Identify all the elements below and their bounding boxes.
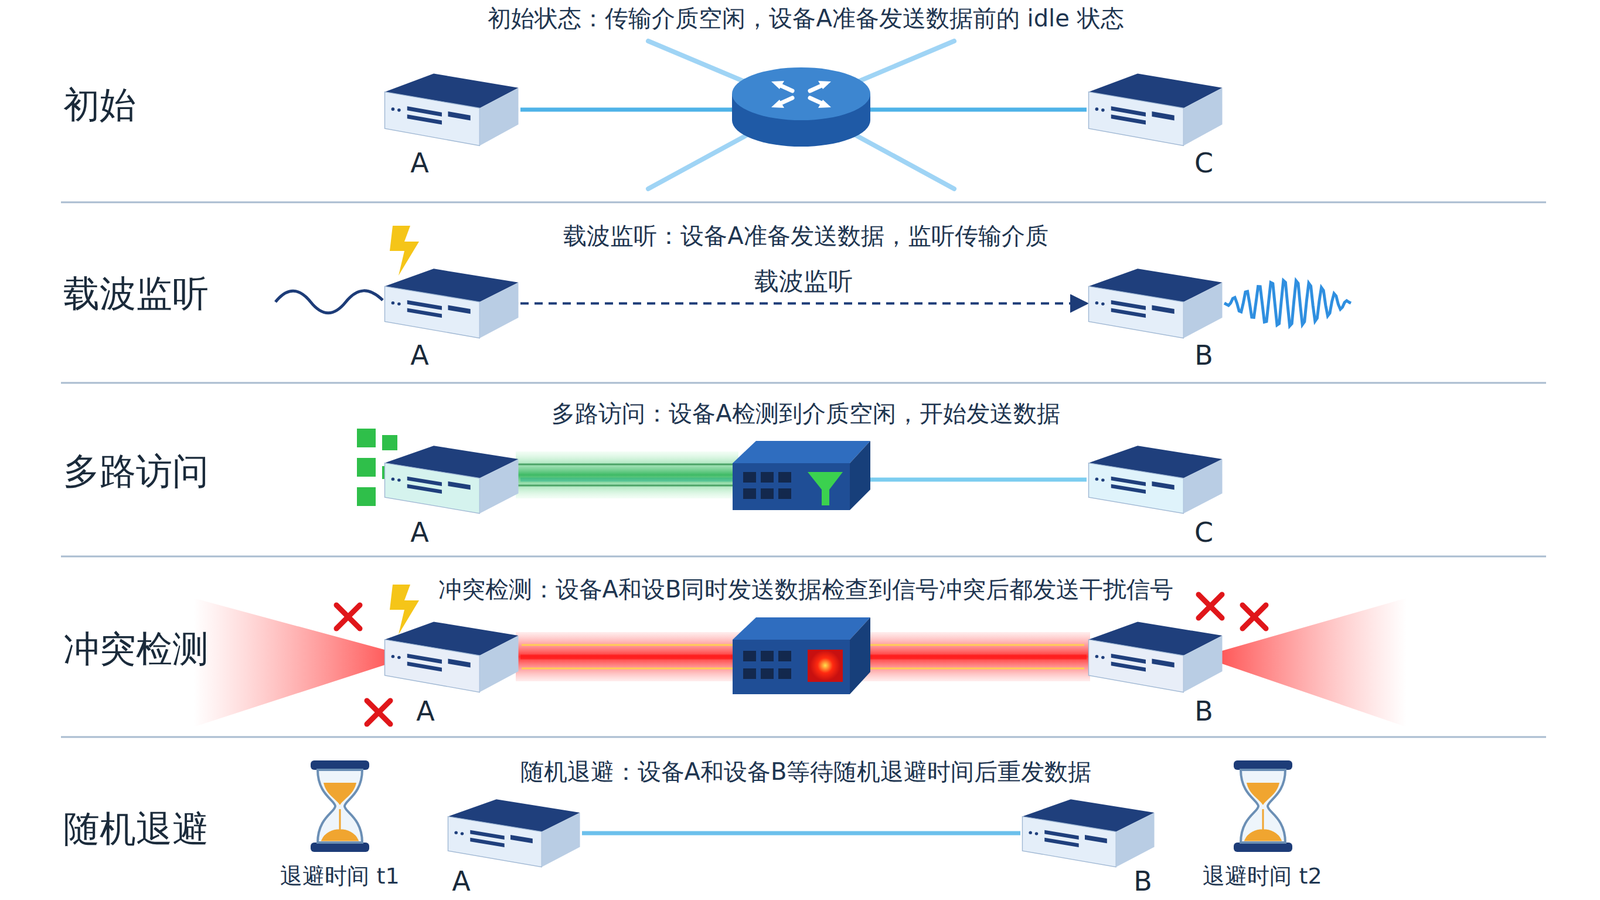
network-device: C (1086, 71, 1225, 148)
row-title: 随机退避 (63, 804, 209, 854)
device-label: A (451, 865, 471, 897)
device-icon (1020, 797, 1157, 869)
network-device: B (1020, 797, 1157, 869)
device-label: B (1194, 339, 1214, 371)
device-icon (1086, 443, 1225, 516)
network-device: A (382, 619, 521, 694)
row-title: 冲突检测 (63, 624, 209, 674)
device-label: B (1133, 865, 1153, 897)
connector (520, 302, 1087, 305)
step-caption: 冲突检测：设备A和设B同时发送数据检查到信号冲突后都发送干扰信号 (438, 573, 1174, 606)
backoff-label: 退避时间 t1 (280, 860, 400, 891)
step-caption: 初始状态：传输介质空闲，设备A准备发送数据前的 idle 状态 (487, 2, 1124, 35)
device-label: A (410, 147, 429, 179)
network-device: B (1086, 266, 1225, 340)
network-device: B (1086, 619, 1225, 694)
device-icon (1086, 71, 1225, 148)
step-caption: 载波监听：设备A准备发送数据，监听传输介质 (563, 219, 1048, 253)
step-caption: 多路访问：设备A检测到介质空闲，开始发送数据 (551, 397, 1060, 430)
device-label: C (1194, 147, 1214, 179)
device-icon (1086, 266, 1225, 340)
network-device: A (382, 266, 521, 340)
device-icon (382, 71, 521, 148)
network-device: C (1086, 443, 1225, 516)
device-label: C (1194, 516, 1214, 548)
backoff-label: 退避时间 t2 (1202, 860, 1322, 891)
step-caption: 随机退避：设备A和设备B等待随机退避时间后重发数据 (520, 755, 1092, 788)
device-label: A (416, 695, 435, 727)
row-title: 多路访问 (63, 446, 209, 496)
device-label: B (1194, 695, 1214, 727)
device-label: A (410, 516, 429, 548)
device-icon (1086, 619, 1225, 694)
device-icon (446, 797, 582, 869)
edge-label: 载波监听 (750, 264, 857, 298)
connector (581, 831, 1021, 836)
device-label: A (410, 339, 429, 371)
device-icon (382, 619, 521, 694)
row-title: 载波监听 (63, 269, 209, 319)
network-device: A (382, 443, 521, 516)
row-title: 初始 (63, 80, 136, 130)
network-device: A (446, 797, 582, 869)
device-icon (382, 443, 521, 516)
device-icon (382, 266, 521, 340)
network-device: A (382, 71, 521, 148)
